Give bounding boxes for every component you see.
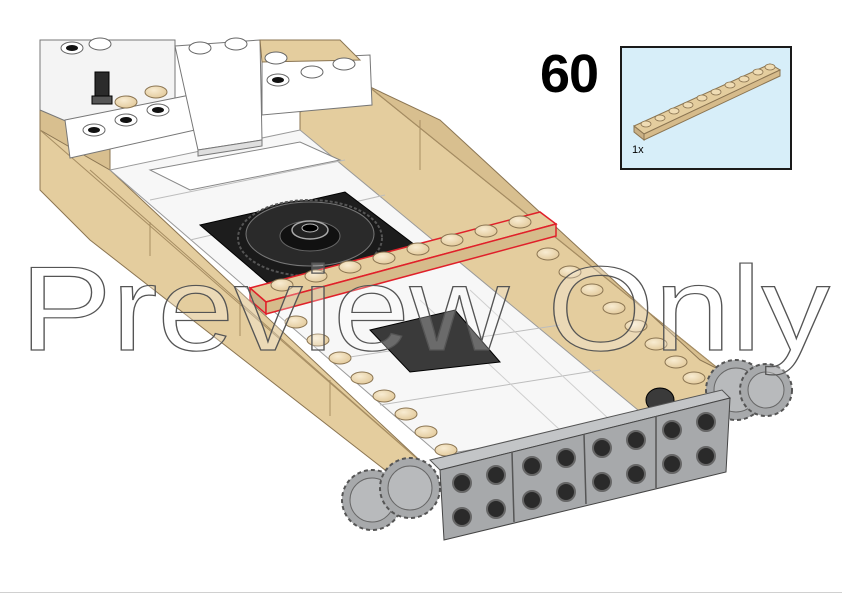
left-gears	[341, 457, 441, 531]
turntable-gear	[237, 199, 383, 277]
upper-white-structure	[39, 37, 373, 191]
tan-plate-1x10-icon	[633, 63, 782, 142]
step-number: 60	[540, 44, 599, 104]
part-quantity: 1x	[632, 144, 644, 156]
front-technic-bricks	[429, 389, 731, 541]
parts-list-box: 1x	[620, 46, 792, 170]
page-bottom-rule	[0, 592, 842, 593]
tan-studs	[114, 85, 706, 457]
